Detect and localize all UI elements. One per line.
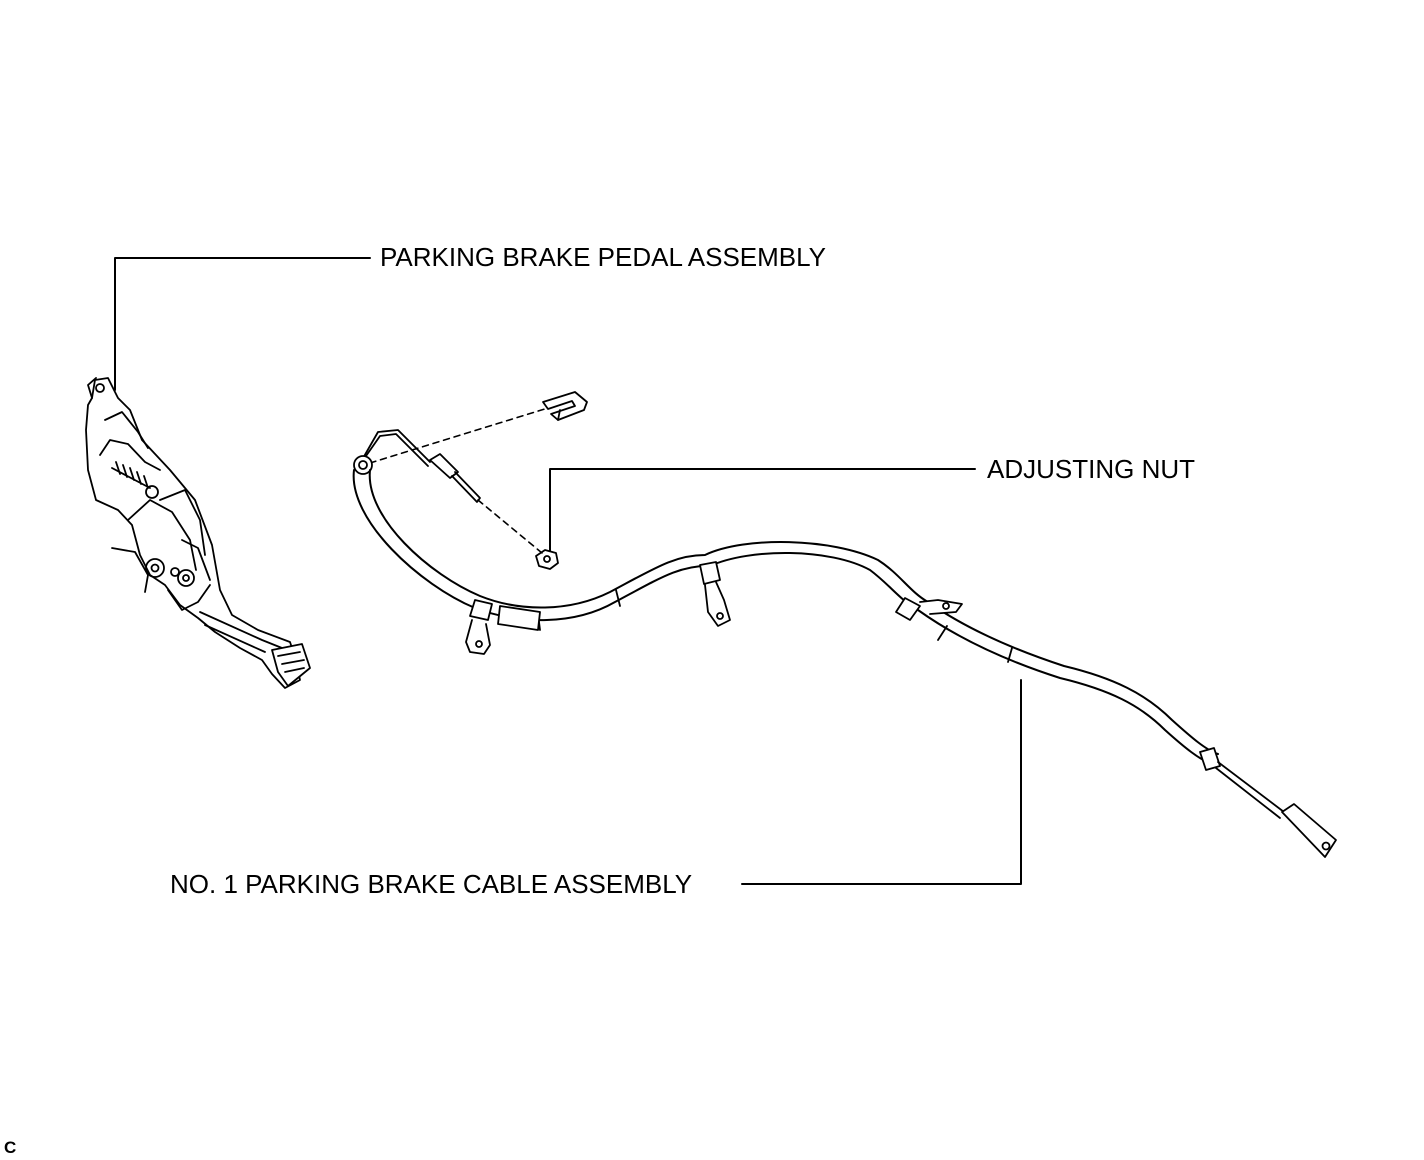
cable-rear-end <box>1215 761 1337 858</box>
cable-brackets <box>465 581 963 655</box>
label-parking-brake-pedal-assembly: PARKING BRAKE PEDAL ASSEMBLY <box>380 242 827 272</box>
cable-front-end <box>353 429 481 503</box>
leader-line-pedal <box>114 257 371 391</box>
leader-line-cable <box>741 679 1022 885</box>
corner-code: C <box>4 1138 17 1157</box>
retaining-clip <box>542 391 588 421</box>
label-no1-parking-brake-cable-assembly: NO. 1 PARKING BRAKE CABLE ASSEMBLY <box>170 869 693 899</box>
cable-grommets <box>469 561 1221 771</box>
leader-line-nut <box>549 468 976 553</box>
parking-brake-pedal-assembly <box>85 377 311 689</box>
adjusting-nut <box>535 549 559 570</box>
label-adjusting-nut: ADJUSTING NUT <box>987 454 1195 484</box>
assembly-dashed-lines <box>369 407 549 554</box>
